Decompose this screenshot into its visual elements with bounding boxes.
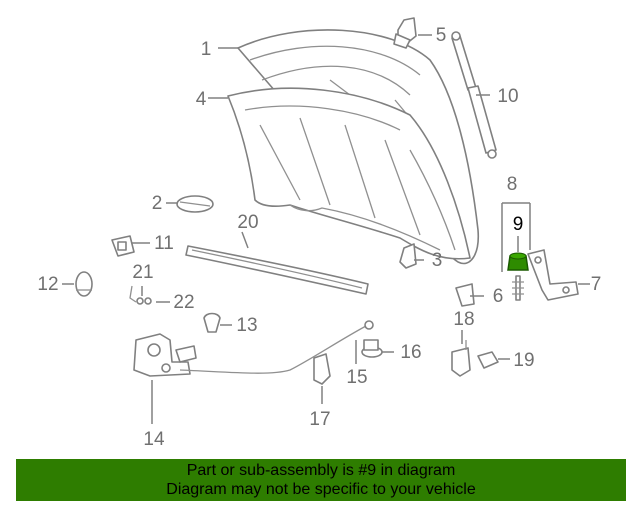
bracket-part-3[interactable] <box>399 243 417 269</box>
grommet-part-16[interactable] <box>361 339 383 358</box>
callout-7[interactable]: 7 <box>591 274 602 295</box>
callout-19[interactable]: 19 <box>513 350 534 371</box>
bumper-part-13[interactable] <box>203 312 221 333</box>
callout-1[interactable]: 1 <box>201 39 212 60</box>
bumper-part-19[interactable] <box>477 351 499 369</box>
callout-2[interactable]: 2 <box>152 193 163 214</box>
callout-10[interactable]: 10 <box>497 86 518 107</box>
callout-20[interactable]: 20 <box>237 212 258 233</box>
callout-3[interactable]: 3 <box>432 250 443 271</box>
hood-latch-part[interactable] <box>133 333 197 377</box>
hood-hinge-part[interactable] <box>393 17 417 49</box>
hood-pad-part[interactable] <box>176 195 214 213</box>
diagram-notice-banner: Part or sub-assembly is #9 in diagram Di… <box>16 459 626 501</box>
notice-line-1: Part or sub-assembly is #9 in diagram <box>186 462 456 479</box>
callout-14[interactable]: 14 <box>143 429 165 450</box>
lift-support-strut[interactable] <box>451 31 497 159</box>
assembly-bracket-8 <box>501 202 531 272</box>
bracket-part-18[interactable] <box>451 340 471 377</box>
bracket-part-6[interactable] <box>455 283 475 307</box>
hood-inner-panel[interactable] <box>227 87 471 260</box>
callout-4[interactable]: 4 <box>196 89 207 110</box>
callout-6[interactable]: 6 <box>493 286 504 307</box>
notice-line-2: Diagram may not be specific to your vehi… <box>166 481 476 498</box>
release-cable <box>179 325 367 374</box>
highlighted-nut-part-9[interactable] <box>507 252 529 301</box>
callout-5[interactable]: 5 <box>436 25 447 46</box>
callout-18[interactable]: 18 <box>453 309 474 330</box>
leader-lines <box>62 34 590 424</box>
clip-part-11[interactable] <box>111 235 135 257</box>
clip-part-21-22[interactable] <box>129 285 152 305</box>
callout-17[interactable]: 17 <box>309 409 330 430</box>
striker-part-7[interactable] <box>527 249 579 301</box>
callout-11[interactable]: 11 <box>154 233 174 254</box>
callout-16[interactable]: 16 <box>400 342 421 363</box>
callout-9[interactable]: 9 <box>513 214 524 235</box>
weatherstrip-part[interactable] <box>185 245 369 295</box>
callout-15[interactable]: 15 <box>346 367 367 388</box>
callout-12[interactable]: 12 <box>37 274 58 295</box>
cable-clip-part-17[interactable] <box>313 353 331 385</box>
callout-13[interactable]: 13 <box>236 315 257 336</box>
callout-21[interactable]: 21 <box>132 262 153 283</box>
bumper-part-12[interactable] <box>75 271 93 297</box>
callout-22[interactable]: 22 <box>173 292 194 313</box>
callout-8[interactable]: 8 <box>507 174 518 195</box>
